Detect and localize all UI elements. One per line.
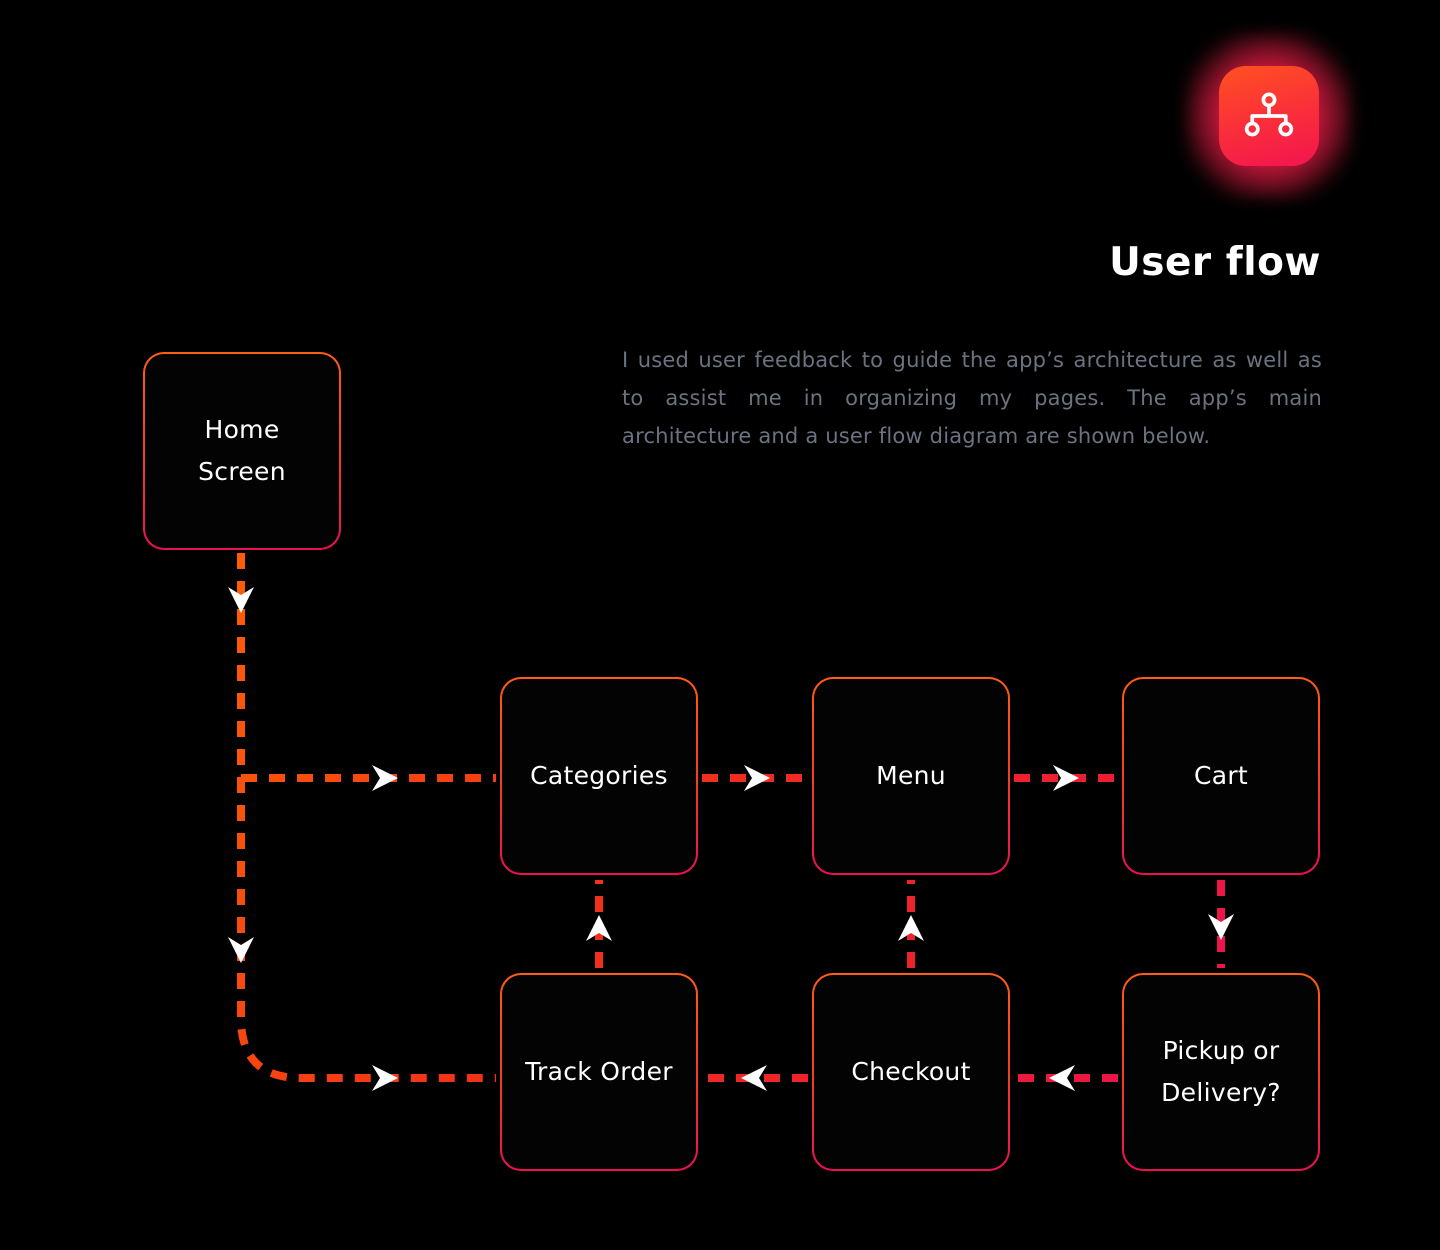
flow-node-menu: Menu [812, 677, 1010, 875]
sitemap-icon [1244, 92, 1294, 137]
flow-node-home-screen: Home Screen [143, 352, 341, 550]
arrowhead-left [1049, 1065, 1075, 1091]
arrowhead-left [741, 1065, 767, 1091]
arrowhead-down [228, 587, 254, 613]
arrowhead-down [228, 937, 254, 963]
arrowhead-right [744, 765, 770, 791]
edge-home-track-order [237, 553, 496, 1082]
arrowhead-down [1208, 914, 1234, 940]
flow-node-cart: Cart [1122, 677, 1320, 875]
flow-node-categories: Categories [500, 677, 698, 875]
arrowheads [228, 587, 1234, 1091]
arrowhead-up [586, 915, 612, 941]
flow-node-pickup-delivery: Pickup or Delivery? [1122, 973, 1320, 1171]
arrowhead-right [1053, 765, 1079, 791]
icon-tile [1219, 66, 1319, 166]
flow-node-checkout: Checkout [812, 973, 1010, 1171]
intro-paragraph: I used user feedback to guide the app’s … [622, 348, 1322, 448]
page-title: User flow [1109, 240, 1321, 285]
flow-node-track-order: Track Order [500, 973, 698, 1171]
arrowhead-up [898, 915, 924, 941]
arrowhead-right [372, 765, 398, 791]
arrowhead-right [372, 1065, 398, 1091]
app-icon [1185, 32, 1353, 200]
